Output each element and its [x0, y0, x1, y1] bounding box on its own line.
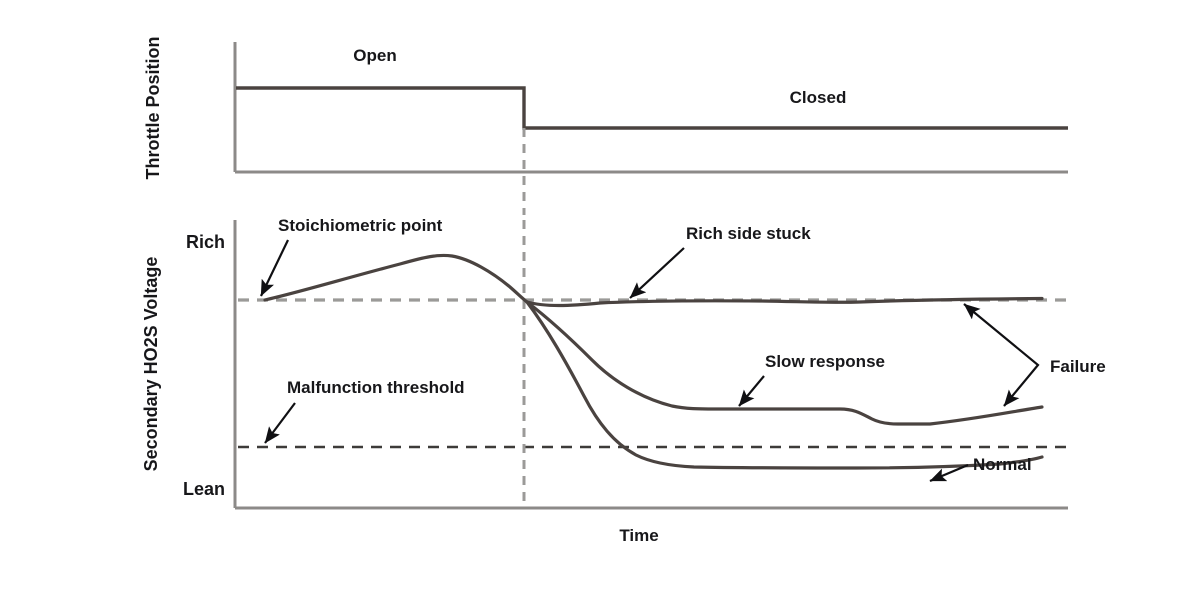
bottom-panel-ho2s-voltage: Secondary HO2S Voltage Rich Lean Time: [141, 220, 1068, 545]
bottom-panel-y-axis-label: Secondary HO2S Voltage: [141, 257, 161, 472]
annotation-arrow-malfunction-threshold: [264, 402, 296, 444]
annotation-arrow-rich-side-stuck: [629, 247, 685, 299]
annotation-layer: Stoichiometric point Malfunction thresho…: [260, 216, 1106, 483]
annotation-label-failure: Failure: [1050, 357, 1106, 376]
annotation-arrow-normal: [929, 463, 969, 483]
annotation-label-malfunction-threshold: Malfunction threshold: [287, 378, 465, 397]
x-axis-label-time: Time: [619, 526, 658, 545]
curve-rich-side-stuck: [263, 253, 1044, 308]
y-tick-label-lean: Lean: [183, 479, 225, 499]
top-panel-y-axis-label: Throttle Position: [143, 37, 163, 180]
curve-normal: [525, 300, 1044, 470]
annotation-arrow-slow-response: [738, 375, 765, 407]
curve-slow-response: [525, 300, 1044, 426]
top-panel-throttle-position: Throttle Position Open Closed: [143, 37, 1068, 215]
throttle-position-trace: [236, 86, 1068, 130]
annotation-label-slow-response: Slow response: [765, 352, 885, 371]
annotation-label-stoichiometric-point: Stoichiometric point: [278, 216, 443, 235]
annotation-arrow-stoichiometric-point: [260, 239, 289, 297]
annotation-label-normal: Normal: [973, 455, 1032, 474]
annotation-bracket-failure: [963, 303, 1040, 407]
throttle-state-open-label: Open: [353, 46, 396, 65]
annotation-label-rich-side-stuck: Rich side stuck: [686, 224, 811, 243]
y-tick-label-rich: Rich: [186, 232, 225, 252]
throttle-state-closed-label: Closed: [790, 88, 847, 107]
